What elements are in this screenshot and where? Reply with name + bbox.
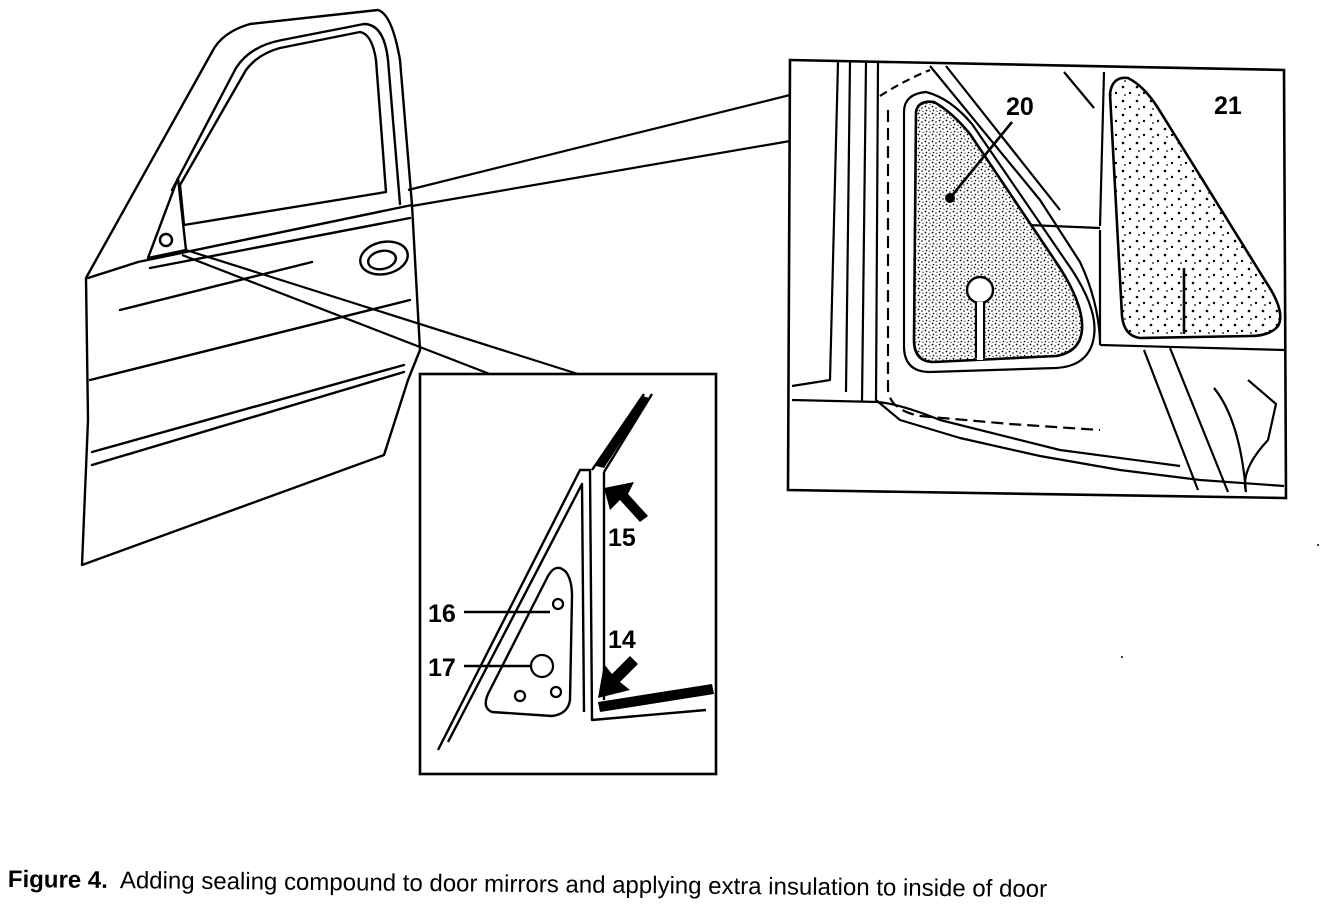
insulation-detail-inset: 20 21 [786, 58, 1288, 500]
caption-label: Figure 4. [7, 866, 109, 894]
mounting-hole [549, 685, 563, 699]
insulation-piece-21 [1108, 76, 1282, 340]
arrow-14 [598, 656, 638, 698]
mounting-hole [551, 597, 565, 611]
door-handle [359, 240, 409, 276]
door-outer-outline [80, 8, 422, 567]
mirror-detail-inset: 16 17 15 14 [418, 372, 718, 776]
zoom-leaders [181, 93, 797, 380]
insulation-hole [965, 275, 995, 305]
window-frame [178, 30, 388, 227]
callout-16: 16 [428, 600, 456, 628]
leader-20 [948, 121, 1014, 199]
callout-20: 20 [1006, 93, 1034, 121]
car-door [80, 8, 422, 567]
insulation-piece-20 [912, 100, 1084, 364]
mounting-hole [513, 689, 527, 703]
mirror-base [484, 566, 574, 718]
callout-14: 14 [608, 626, 636, 654]
callout-21: 21 [1214, 92, 1242, 120]
arrow-15 [604, 482, 648, 522]
callout-15: 15 [608, 524, 636, 552]
callout-17: 17 [428, 654, 456, 682]
mirror-triangle [146, 176, 188, 260]
center-hole [529, 653, 555, 679]
sealing-strip [598, 684, 714, 712]
